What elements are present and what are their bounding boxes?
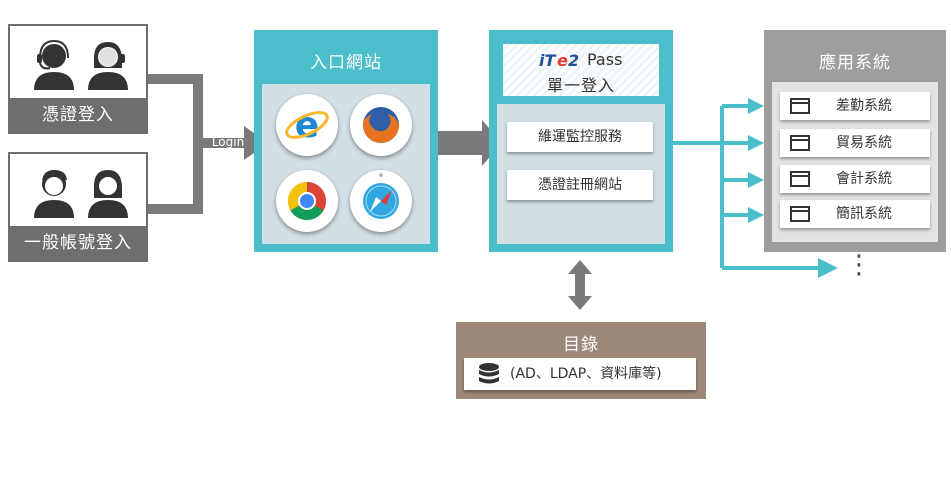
- cert-login-label: 憑證登入: [10, 98, 146, 132]
- svg-text:2: 2: [568, 51, 579, 70]
- sso-panel: iT e 2 Pass 單一登入 維運監控服務 憑證註冊網站: [489, 30, 673, 252]
- window-icon: [790, 206, 810, 222]
- window-icon: [790, 98, 810, 114]
- users-icon: [34, 170, 128, 218]
- database-icon: [479, 363, 499, 384]
- fanout-arrows: [673, 104, 822, 270]
- window-icon: [790, 135, 810, 151]
- account-login-label: 一般帳號登入: [10, 226, 146, 260]
- firefox-icon: [350, 94, 412, 156]
- apps-inner: 差勤系統 貿易系統 會計系統 簡訊系統: [772, 82, 938, 242]
- browser-grid: e: [262, 84, 430, 244]
- sso-brand: Pass: [587, 50, 623, 69]
- app-item-sms[interactable]: 簡訊系統: [780, 200, 930, 228]
- double-arrow-sso-directory: [568, 260, 592, 310]
- sso-logo: iT e 2: [539, 50, 583, 70]
- portal-panel: 入口網站 e: [254, 30, 438, 252]
- apps-panel: 應用系統 差勤系統 貿易系統 會計系統 簡訊系統: [764, 30, 946, 252]
- chrome-icon: [276, 170, 338, 232]
- user-card-cert-login: 憑證登入: [8, 24, 148, 134]
- sso-subtitle: 單一登入: [546, 76, 615, 95]
- directory-title: 目錄: [563, 335, 599, 355]
- app-item-attendance[interactable]: 差勤系統: [780, 92, 930, 120]
- directory-text: (AD、LDAP、資料庫等): [510, 366, 662, 382]
- app-item-accounting[interactable]: 會計系統: [780, 165, 930, 193]
- sso-header: iT e 2 Pass 單一登入: [503, 44, 659, 96]
- service-monitoring-button[interactable]: 維運監控服務: [507, 122, 653, 152]
- login-connector-label: Login: [211, 135, 245, 149]
- internet-explorer-icon: e: [276, 94, 338, 156]
- directory-panel: 目錄 (AD、LDAP、資料庫等): [456, 322, 706, 399]
- directory-content: (AD、LDAP、資料庫等): [464, 358, 696, 390]
- sso-services: 維運監控服務 憑證註冊網站: [497, 104, 665, 244]
- more-apps-ellipsis: ⋮: [846, 250, 872, 280]
- user-card-account-login: 一般帳號登入: [8, 152, 148, 262]
- support-agents-icon: [34, 39, 128, 90]
- safari-icon: [350, 170, 412, 232]
- apps-title: 應用系統: [819, 53, 891, 73]
- connector-cert-to-portal: [148, 74, 244, 148]
- svg-text:e: e: [295, 105, 319, 146]
- ite2-logo-icon: iT e 2: [539, 51, 579, 70]
- svg-text:e: e: [557, 51, 568, 70]
- fanout-arrowheads: [748, 98, 838, 278]
- connector-account-to-portal: [148, 143, 203, 214]
- arrow-portal-to-sso-shaft: [438, 131, 484, 155]
- svg-text:iT: iT: [539, 51, 556, 70]
- window-icon: [790, 171, 810, 187]
- portal-title: 入口網站: [310, 53, 382, 73]
- app-item-trade[interactable]: 貿易系統: [780, 129, 930, 157]
- service-cert-registration-button[interactable]: 憑證註冊網站: [507, 170, 653, 200]
